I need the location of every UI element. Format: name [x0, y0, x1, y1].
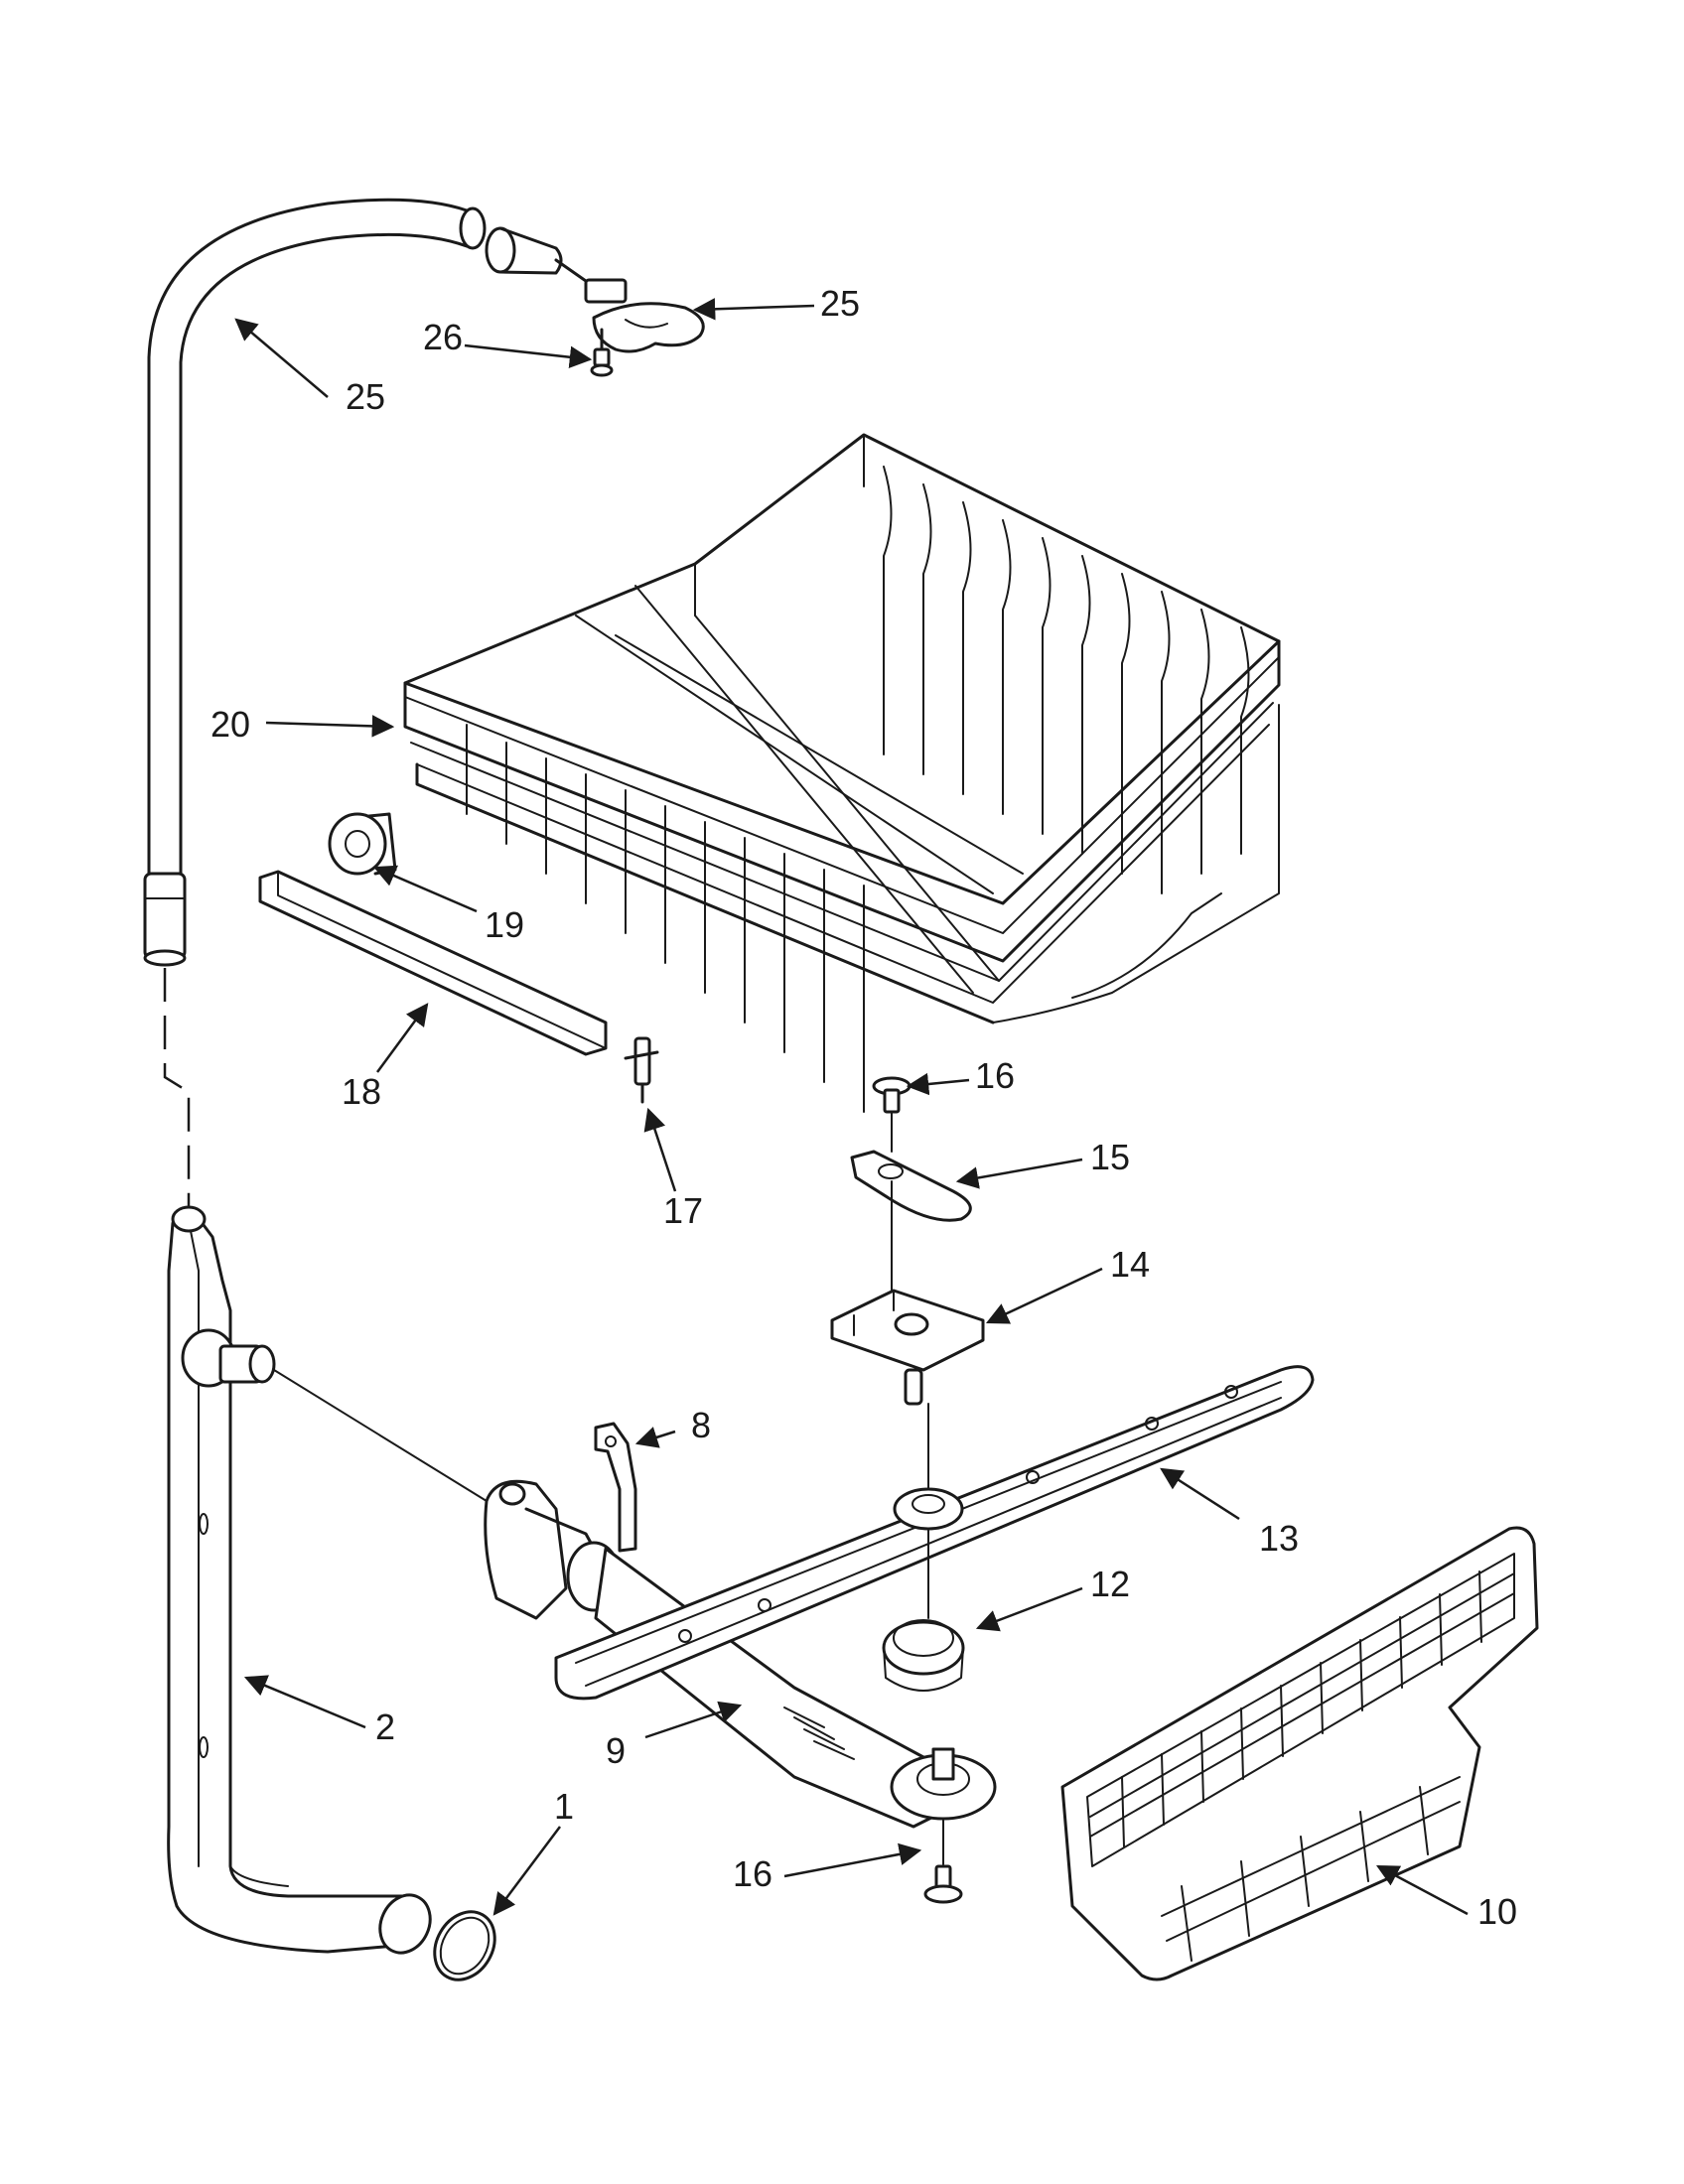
- callout-13: 13: [1259, 1518, 1299, 1559]
- callout-17: 17: [663, 1190, 703, 1231]
- callout-14: 14: [1110, 1244, 1150, 1285]
- callout-24: 25: [346, 376, 385, 417]
- callout-2: 2: [375, 1706, 395, 1747]
- leader-lines: [234, 298, 1469, 1916]
- part-19-rack-roller: [328, 812, 397, 876]
- part-13-spray-arm: [554, 1365, 1315, 1701]
- callout-12: 12: [1090, 1564, 1130, 1604]
- part-20-dish-rack: [403, 433, 1281, 1113]
- part-14-hub: [830, 1289, 985, 1406]
- part-25-spray-nozzle: [485, 226, 705, 353]
- part-12-seal-ring: [882, 1619, 965, 1692]
- callout-16-top: 16: [975, 1055, 1015, 1096]
- part-2-manifold: [167, 1205, 432, 1955]
- callout-18: 18: [342, 1071, 381, 1112]
- callout-9: 9: [606, 1730, 626, 1771]
- callout-20: 20: [210, 704, 250, 745]
- callout-19: 19: [485, 904, 524, 945]
- part-16-screw-bottom: [923, 1864, 963, 1904]
- rack-tines: [466, 466, 1250, 1113]
- part-10-filter-screen: [1060, 1526, 1539, 1981]
- callout-26: 26: [423, 317, 463, 357]
- callout-labels: 25 25 26 20 19 18 17 16 15 14 8 13 12 9 …: [210, 283, 1517, 1932]
- part-24-supply-tube: [143, 198, 487, 967]
- callout-1: 1: [554, 1786, 574, 1827]
- callout-8: 8: [691, 1405, 711, 1445]
- callout-25: 25: [820, 283, 860, 324]
- part-16-screw-top: [872, 1076, 912, 1114]
- part-26-screw: [590, 328, 614, 377]
- hub-alignment-line: [891, 1111, 944, 1865]
- manifold-alignment-line: [273, 1369, 488, 1502]
- part-15-cap: [850, 1150, 972, 1222]
- callout-10: 10: [1477, 1891, 1517, 1932]
- alignment-line: [163, 968, 191, 1206]
- callout-15: 15: [1090, 1137, 1130, 1177]
- part-8-bracket: [594, 1422, 637, 1553]
- filter-grid: [1089, 1570, 1515, 1962]
- part-1-o-ring: [433, 1910, 496, 1981]
- part-17-end-stop: [624, 1036, 659, 1104]
- callout-16-bottom: 16: [733, 1853, 772, 1894]
- part-18-rack-rail: [258, 870, 608, 1056]
